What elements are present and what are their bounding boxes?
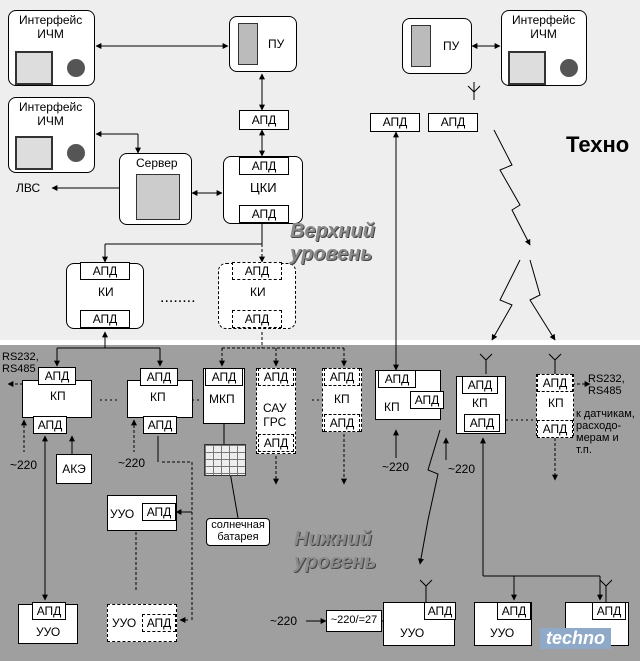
kp-2	[127, 380, 193, 418]
kp2-label: КП	[150, 390, 166, 404]
sau-grs-label: САУ ГРС	[263, 401, 287, 429]
apd-kp2-top: АПД	[140, 368, 178, 386]
apd-kp5-bottom: АПД	[464, 414, 500, 432]
uuo3-label: УУО	[112, 616, 137, 630]
apd-pu-right-1: АПД	[370, 113, 420, 132]
apd-kp5-top: АПД	[462, 376, 498, 394]
apd-kp4-side: АПД	[410, 391, 444, 409]
v220-2: ~220	[118, 456, 146, 470]
lvs-label: ЛВС	[16, 181, 41, 195]
apd-kp6-bottom: АПД	[537, 420, 573, 438]
apd-cki-bottom: АПД	[239, 205, 289, 223]
brand-text: Техно	[566, 132, 630, 157]
apd-uuo6: АПД	[592, 602, 626, 620]
lower-level-band	[0, 344, 640, 661]
apd-uuo4: АПД	[424, 602, 456, 620]
apd-kp1-bottom: АПД	[33, 416, 67, 434]
rs-left-label: RS232, RS485	[2, 351, 39, 375]
apd-ki2-bottom: АПД	[232, 310, 282, 328]
kp1-label: КП	[50, 389, 66, 403]
ake: АКЭ	[56, 454, 92, 484]
server-tower-icon	[238, 23, 258, 65]
icm-label: Интерфейс ИЧМ	[512, 13, 576, 41]
icm-interface-2: Интерфейс ИЧМ	[8, 97, 95, 173]
apd-mkp: АПД	[205, 368, 243, 386]
icm-label: Интерфейс ИЧМ	[19, 13, 83, 41]
ki2-label: КИ	[250, 285, 266, 299]
apd-kp4-top: АПД	[378, 370, 416, 388]
converter: ~220/=27	[326, 610, 382, 632]
v220-4: ~220	[448, 462, 476, 476]
icm-label: Интерфейс ИЧМ	[19, 100, 83, 128]
sensors-label: к датчикам, расходо- мерам и т.п.	[576, 408, 635, 457]
apd-uuo3: АПД	[142, 614, 176, 632]
mouse-icon	[67, 59, 85, 77]
rs-right-label: RS232, RS485	[588, 373, 625, 397]
kp6-label: КП	[548, 396, 564, 410]
apd-kp6-top: АПД	[537, 374, 573, 392]
watermark: techno	[540, 628, 612, 649]
kp5-label: КП	[472, 396, 488, 410]
server: Сервер	[119, 153, 192, 225]
server-tower-icon	[411, 25, 431, 67]
pu-label: ПУ	[443, 39, 460, 53]
apd-kp3-bottom: АПД	[324, 414, 360, 432]
uuo5-label: УУО	[490, 626, 515, 640]
monitor-icon	[15, 136, 53, 170]
kp4-label: КП	[384, 400, 400, 414]
apd-uuo2: АПД	[32, 602, 66, 620]
ki1-label: КИ	[98, 285, 114, 299]
apd-uuo5: АПД	[497, 602, 531, 620]
apd-ki2-top: АПД	[232, 262, 282, 280]
cki-label: ЦКИ	[250, 180, 277, 195]
server-label: Сервер	[136, 156, 178, 170]
uuo2-label: УУО	[36, 625, 61, 639]
apd-ki1-bottom: АПД	[80, 310, 130, 328]
icm-interface-1: Интерфейс ИЧМ	[8, 10, 95, 86]
apd-kp2-bottom: АПД	[143, 416, 177, 434]
ki-dots: ........	[160, 289, 196, 306]
apd-uuo1: АПД	[142, 503, 176, 521]
server-rack-icon	[136, 174, 180, 220]
monitor-icon	[15, 51, 53, 85]
v220-1: ~220	[10, 458, 38, 472]
v220-3: ~220	[382, 460, 410, 474]
apd-sau-bottom: АПД	[258, 434, 294, 452]
pu-right: ПУ	[402, 18, 472, 74]
apd-ki1-top: АПД	[80, 262, 130, 280]
apd-kp1-top: АПД	[38, 367, 76, 385]
icm-interface-3: Интерфейс ИЧМ	[501, 10, 587, 86]
apd-pu-right-2: АПД	[428, 113, 478, 132]
kp3-label: КП	[334, 392, 350, 406]
uuo1-label: УУО	[110, 507, 135, 521]
upper-level-caption: Верхний уровень	[290, 220, 375, 265]
apd-sau-top: АПД	[258, 368, 294, 386]
apd-pu-center: АПД	[239, 110, 289, 130]
uuo4-label: УУО	[400, 626, 425, 640]
v220-5: ~220	[270, 614, 298, 628]
mkp-label: МКП	[209, 392, 235, 406]
level-separator	[0, 340, 640, 345]
apd-cki-top: АПД	[239, 157, 289, 175]
solar-panel-icon	[204, 444, 246, 476]
pu-label: ПУ	[268, 37, 285, 51]
mouse-icon	[67, 144, 85, 162]
lower-level-caption: Нижний уровень	[294, 528, 377, 573]
mouse-icon	[560, 59, 578, 77]
apd-kp3-top: АПД	[324, 368, 360, 386]
solar-label: солнечная батарея	[206, 518, 270, 546]
monitor-icon	[508, 51, 546, 85]
pu-center: ПУ	[229, 16, 297, 72]
